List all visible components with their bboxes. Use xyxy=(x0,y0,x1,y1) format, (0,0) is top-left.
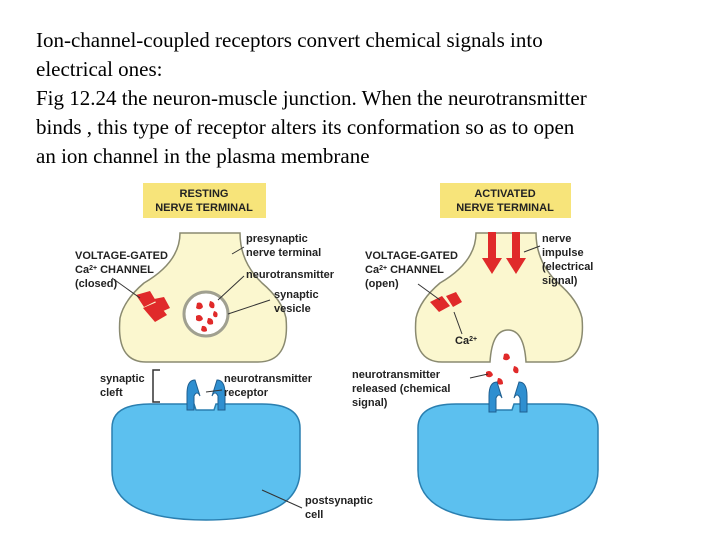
nerve-impulse-label-1: nerve xyxy=(542,233,571,245)
neurotransmitter-molecules xyxy=(196,301,218,332)
synaptic-vesicle-label-2: vesicle xyxy=(274,303,311,315)
postsynaptic-cell-resting xyxy=(111,403,301,521)
caption-line-4: binds , this type of receptor alters its… xyxy=(36,115,575,139)
caption-line-5: an ion channel in the plasma membrane xyxy=(36,144,370,168)
calcium-text: Ca xyxy=(455,335,470,347)
resting-header-line-1: RESTING xyxy=(180,188,229,200)
synaptic-vesicle-label-1: synaptic xyxy=(274,289,319,301)
impulse-arrow-shaft-1 xyxy=(488,232,496,262)
resting-header-line-2: NERVE TERMINAL xyxy=(155,202,253,214)
receptor-label-1: neurotransmitter xyxy=(224,373,313,385)
vg-channel-label-2: Ca2+ CHANNEL xyxy=(75,264,154,276)
presynaptic-label-2: nerve terminal xyxy=(246,247,321,259)
channel-text: CHANNEL xyxy=(97,264,154,276)
neurotransmitter-receptor-activated xyxy=(488,381,528,413)
caption: Ion-channel-coupled receptors convert ch… xyxy=(36,26,696,171)
released-label-1: neurotransmitter xyxy=(352,369,441,381)
released-neurotransmitter xyxy=(486,353,519,385)
ca-text-activated: Ca xyxy=(365,264,380,276)
neurotransmitter-label: neurotransmitter xyxy=(246,269,335,281)
activated-header-box xyxy=(440,183,571,218)
receptor-label-2: receptor xyxy=(224,387,269,399)
ca-superscript: 2+ xyxy=(89,265,97,272)
vg-channel-state-open: (open) xyxy=(365,278,399,290)
nerve-impulse-arrows xyxy=(482,232,526,274)
vg-channel-label-1-activated: VOLTAGE-GATED xyxy=(365,250,458,262)
voltage-gated-channel-open xyxy=(430,292,462,312)
postsynaptic-cell-activated xyxy=(417,403,599,521)
postsynaptic-label-2: cell xyxy=(305,509,323,521)
vg-channel-label-1: VOLTAGE-GATED xyxy=(75,250,168,262)
left-panel-resting: RESTING NERVE TERMINAL xyxy=(75,183,373,521)
vg-channel-state-closed: (closed) xyxy=(75,278,118,290)
resting-header-box xyxy=(143,183,266,218)
activated-header-line-1: ACTIVATED xyxy=(474,188,535,200)
released-label-3: signal) xyxy=(352,397,388,409)
nerve-impulse-label-3: (electrical xyxy=(542,261,593,273)
caption-line-2: electrical ones: xyxy=(36,57,163,81)
ca-superscript-activated: 2+ xyxy=(379,265,387,272)
released-label-2: released (chemical xyxy=(352,383,450,395)
synaptic-cleft-label-2: cleft xyxy=(100,387,123,399)
synaptic-cleft-bracket xyxy=(152,369,160,403)
presynaptic-label-1: presynaptic xyxy=(246,233,308,245)
impulse-arrow-head-2 xyxy=(506,258,526,274)
left-leader-lines xyxy=(111,246,303,509)
activated-header-line-2: NERVE TERMINAL xyxy=(456,202,554,214)
calcium-ion-label: Ca2+ xyxy=(455,335,477,347)
calcium-superscript: 2+ xyxy=(469,336,477,343)
postsynaptic-label-1: postsynaptic xyxy=(305,495,373,507)
right-leader-lines xyxy=(417,245,541,379)
voltage-gated-channel-closed xyxy=(136,291,170,322)
synaptic-cleft-label-1: synaptic xyxy=(100,373,145,385)
channel-text-activated: CHANNEL xyxy=(387,264,444,276)
vg-channel-label-2-activated: Ca2+ CHANNEL xyxy=(365,264,444,276)
nerve-impulse-label-2: impulse xyxy=(542,247,584,259)
right-panel-activated: ACTIVATED NERVE TERMINAL xyxy=(352,183,599,521)
caption-line-1: Ion-channel-coupled receptors convert ch… xyxy=(36,28,543,52)
impulse-arrow-shaft-2 xyxy=(512,232,520,262)
caption-line-3: Fig 12.24 the neuron-muscle junction. Wh… xyxy=(36,86,587,110)
neurotransmitter-receptor-resting xyxy=(186,379,226,411)
ca-text: Ca xyxy=(75,264,90,276)
nerve-impulse-label-4: signal) xyxy=(542,275,578,287)
impulse-arrow-head-1 xyxy=(482,258,502,274)
